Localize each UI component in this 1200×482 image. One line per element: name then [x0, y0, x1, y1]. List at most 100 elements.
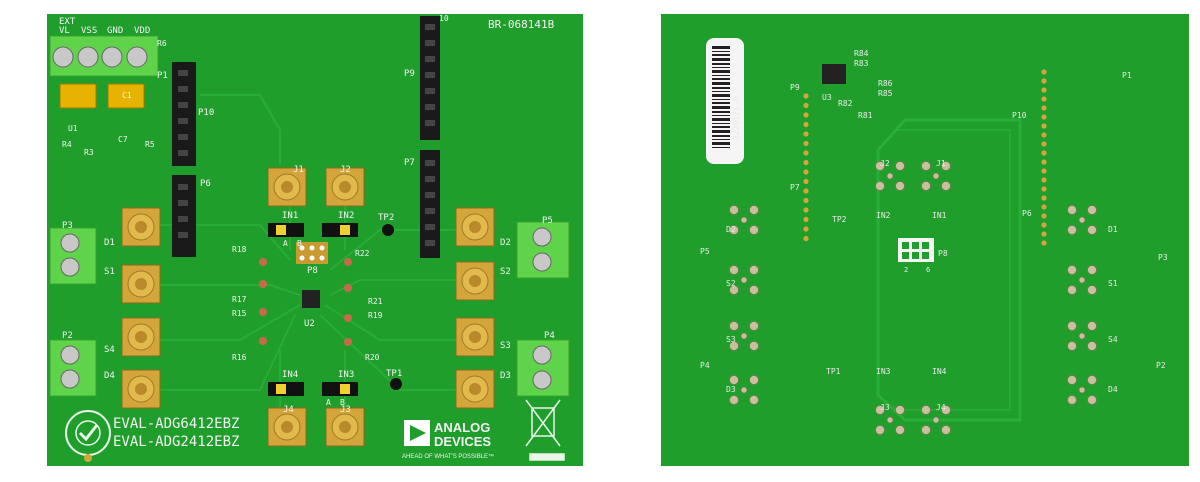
barcode-bar — [712, 78, 730, 80]
label-p4: P4 — [544, 331, 555, 341]
sma-connector-j4[interactable] — [267, 407, 307, 447]
header-p6[interactable] — [172, 175, 196, 257]
label-tp2: TP2 — [378, 213, 394, 223]
sma-connector-j2[interactable] — [325, 167, 365, 207]
back-pin-p10-p6 — [1041, 96, 1047, 102]
barcode-bar — [712, 123, 730, 124]
test-point-tp2[interactable] — [382, 224, 394, 236]
back-pin-p10-p6 — [1041, 204, 1047, 210]
back-sma-footprint — [875, 405, 905, 435]
barcode-bar — [712, 126, 730, 128]
back-label-d4: D4 — [1108, 385, 1118, 394]
label-d3: D3 — [500, 371, 511, 381]
back-header-pins — [803, 69, 1047, 246]
back-pin-p10-p6 — [1041, 177, 1047, 183]
back-sma-pads — [729, 161, 1097, 435]
barcode-bar — [712, 51, 730, 52]
label-r17: R17 — [232, 295, 247, 304]
barcode-bar — [712, 142, 730, 145]
sma-connector-d3[interactable] — [455, 369, 495, 409]
back-sma-footprint — [875, 161, 905, 191]
back-pin-p10-p6 — [1041, 87, 1047, 93]
back-label-p8: P8 — [938, 249, 948, 258]
barcode-text: 2220171-8 — [732, 96, 741, 140]
label-c7: C7 — [118, 135, 128, 144]
back-label-r83: R83 — [854, 59, 869, 68]
tantalum-capacitors — [59, 83, 145, 109]
weee-bin-icon — [525, 399, 565, 461]
label-r15: R15 — [232, 309, 247, 318]
back-sma-footprint — [1067, 265, 1097, 295]
back-sma-footprint — [1067, 321, 1097, 351]
label-ext: EXT — [59, 17, 76, 27]
back-label-tp2: TP2 — [832, 215, 847, 224]
back-pin-p10-p6 — [1041, 213, 1047, 219]
barcode-bar — [712, 99, 730, 100]
terminal-block-p3[interactable] — [49, 227, 97, 285]
label-r19: R19 — [368, 311, 383, 320]
header-p9[interactable] — [420, 16, 440, 140]
back-sma-footprint — [921, 161, 951, 191]
label-c1: C1 — [122, 91, 132, 100]
sma-connector-d1[interactable] — [121, 207, 161, 247]
label-p5: P5 — [542, 216, 553, 226]
header-p10[interactable] — [172, 62, 196, 166]
back-pin-p9-p7 — [803, 93, 809, 99]
sma-connector-j3[interactable] — [325, 407, 365, 447]
header-p7[interactable] — [420, 150, 440, 258]
back-sma-footprint — [729, 265, 759, 295]
board-id: BR-068141B — [488, 18, 555, 31]
back-label-p2: P2 — [1156, 361, 1166, 370]
sma-connector-s1[interactable] — [121, 264, 161, 304]
test-point-tp1[interactable] — [390, 378, 402, 390]
back-pin-p9-p7 — [803, 159, 809, 166]
label-p8: P8 — [307, 266, 318, 276]
label-p6: P6 — [200, 179, 211, 189]
terminal-block-p5[interactable] — [516, 221, 570, 279]
label-j1: J1 — [293, 165, 304, 175]
label-vss: VSS — [81, 26, 97, 36]
back-sma-footprint — [729, 321, 759, 351]
terminal-block-p2[interactable] — [49, 339, 97, 397]
back-label-in1: IN1 — [932, 211, 947, 220]
sma-connector-s4[interactable] — [121, 317, 161, 357]
back-label-r84: R84 — [854, 49, 869, 58]
pin-a-1: A — [283, 239, 288, 248]
sma-connector-s3[interactable] — [455, 317, 495, 357]
back-pin-p9-p7 — [803, 188, 809, 194]
barcode-bar — [712, 58, 730, 61]
terminal-block-power[interactable] — [49, 35, 159, 77]
back-sma-footprint — [1067, 205, 1097, 235]
product-name-1: EVAL-ADG6412EBZ — [113, 416, 239, 432]
label-r6: R6 — [157, 39, 167, 48]
back-pin-p10-p6 — [1041, 105, 1047, 111]
pin-b-1: B — [297, 239, 302, 248]
back-label-in2: IN2 — [876, 211, 891, 220]
label-d2: D2 — [500, 238, 511, 248]
back-label-s3: S3 — [726, 335, 736, 344]
back-label-p3: P3 — [1158, 253, 1168, 262]
jumper-blocks[interactable] — [268, 223, 358, 396]
back-pin-p10-p6 — [1041, 150, 1047, 156]
label-d1: D1 — [104, 238, 115, 248]
label-p2: P2 — [62, 331, 73, 341]
label-r16: R16 — [232, 353, 247, 362]
sma-connector-d2[interactable] — [455, 207, 495, 247]
sma-connector-s2[interactable] — [455, 261, 495, 301]
back-label-in4: IN4 — [932, 367, 947, 376]
back-pin-p10-p6 — [1041, 132, 1047, 138]
label-r21: R21 — [368, 297, 383, 306]
barcode-bar — [712, 102, 730, 104]
barcode-bar — [712, 115, 730, 116]
label-gnd: GND — [107, 26, 123, 36]
barcode-bar — [712, 130, 730, 133]
barcode-bar — [712, 82, 730, 85]
back-pin-p10-p6 — [1041, 195, 1047, 201]
terminal-block-p4[interactable] — [516, 339, 570, 397]
sma-connector-j1[interactable] — [267, 167, 307, 207]
back-label-r81: R81 — [858, 111, 873, 120]
back-pin-p10-p6 — [1041, 141, 1047, 147]
sma-connector-d4[interactable] — [121, 369, 161, 409]
barcode-bar — [712, 139, 730, 140]
sma-connectors-front[interactable] — [121, 167, 495, 447]
